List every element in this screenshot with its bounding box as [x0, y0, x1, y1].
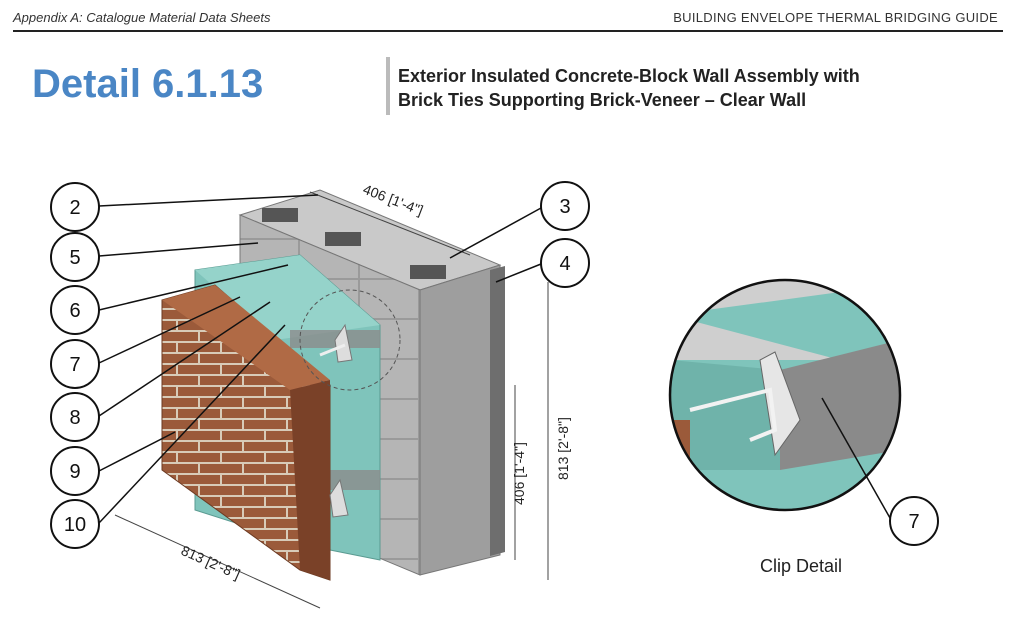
- callout-7-label: 7: [69, 354, 80, 376]
- callout-9: 9: [50, 446, 100, 496]
- callout-5-label: 5: [69, 247, 80, 269]
- clip-callout-label: 7: [908, 511, 919, 533]
- brick-tie-upper: [319, 323, 353, 363]
- subtitle-line-2: Brick Ties Supporting Brick-Veneer – Cle…: [398, 90, 807, 110]
- dim-inner-height-label: 406 [1'-4"]: [511, 442, 527, 505]
- callout-4: 4: [540, 238, 590, 288]
- callout-6: 6: [50, 285, 100, 335]
- callout-4-label: 4: [559, 253, 570, 275]
- callout-6-label: 6: [69, 300, 80, 322]
- header-left: Appendix A: Catalogue Material Data Shee…: [13, 10, 271, 25]
- callout-2-label: 2: [69, 197, 80, 219]
- detail-marker-circle: [299, 289, 401, 391]
- callout-9-label: 9: [69, 461, 80, 483]
- dim-total-height-label: 813 [2'-8"]: [555, 417, 571, 480]
- title-divider: [386, 57, 390, 115]
- callout-8: 8: [50, 392, 100, 442]
- callout-3-label: 3: [559, 196, 570, 218]
- callout-3: 3: [540, 181, 590, 231]
- header-right: BUILDING ENVELOPE THERMAL BRIDGING GUIDE: [673, 10, 998, 25]
- callout-10: 10: [50, 499, 100, 549]
- clip-detail-caption: Clip Detail: [760, 556, 843, 576]
- callout-10-label: 10: [64, 514, 86, 536]
- callout-2: 2: [50, 182, 100, 232]
- brick-tie-lower: [329, 478, 349, 518]
- clip-detail-view: [668, 278, 902, 519]
- dim-width-label: 813 [2'-8"]: [179, 542, 243, 582]
- brick-veneer: [161, 284, 331, 581]
- dimension-lines: [114, 191, 549, 609]
- header-rule: [13, 30, 1003, 32]
- leader-lines: [98, 194, 542, 524]
- callout-8-label: 8: [69, 407, 80, 429]
- subtitle: Exterior Insulated Concrete-Block Wall A…: [398, 64, 860, 112]
- callout-5: 5: [50, 232, 100, 282]
- callout-7: 7: [50, 339, 100, 389]
- subtitle-line-1: Exterior Insulated Concrete-Block Wall A…: [398, 66, 860, 86]
- clip-callout-7: 7: [889, 496, 939, 546]
- page-title: Detail 6.1.13: [32, 62, 264, 106]
